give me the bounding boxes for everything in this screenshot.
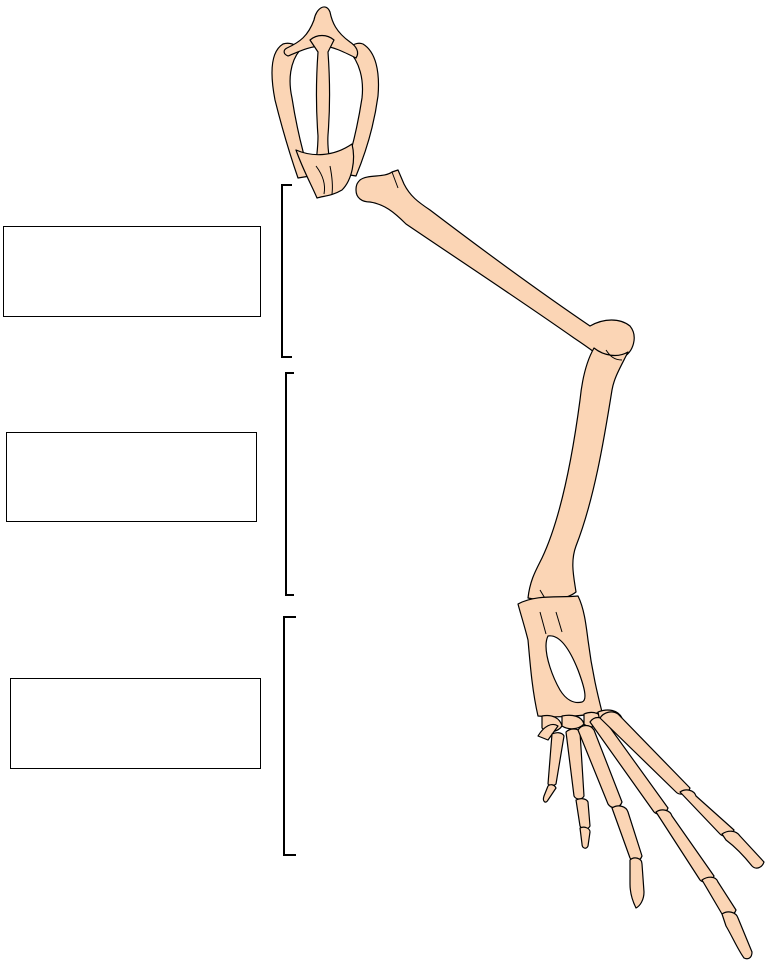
bracket-hand [284, 617, 296, 855]
bracket-forearm [286, 373, 294, 595]
digit-2 [543, 733, 564, 802]
forearm-bones [528, 348, 628, 600]
bracket-upper-arm [282, 185, 292, 357]
shoulder-girdle [272, 7, 379, 198]
humerus-bone [356, 170, 634, 360]
carpal-bones [518, 596, 622, 732]
